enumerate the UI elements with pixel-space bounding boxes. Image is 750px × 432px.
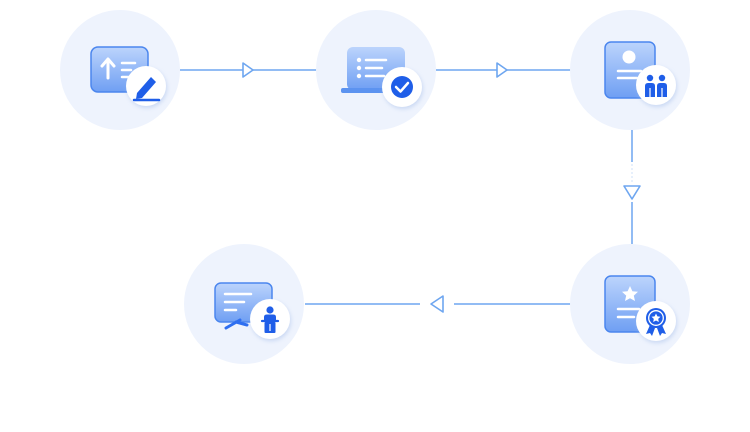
- arrow-left-icon: [430, 295, 444, 313]
- arrow-right-icon: [242, 62, 254, 78]
- connector-1-to-2: [180, 62, 317, 78]
- arrow-down-icon: [623, 185, 641, 200]
- connector-4-to-5: [305, 295, 571, 313]
- pencil-icon: [126, 66, 166, 106]
- step-review-list: [316, 10, 436, 130]
- award-medal-icon: [636, 301, 676, 341]
- connector-2-to-3: [436, 62, 571, 78]
- connector-3-to-4: [623, 130, 641, 244]
- people-icon: [636, 65, 676, 105]
- arrow-right-icon: [496, 62, 508, 78]
- step-certification: [570, 244, 690, 364]
- checkmark-icon: [382, 67, 422, 107]
- step-submit-application: [60, 10, 180, 130]
- step-profile-verification: [570, 10, 690, 130]
- step-presentation: [184, 244, 304, 364]
- speaker-podium-icon: [250, 299, 290, 339]
